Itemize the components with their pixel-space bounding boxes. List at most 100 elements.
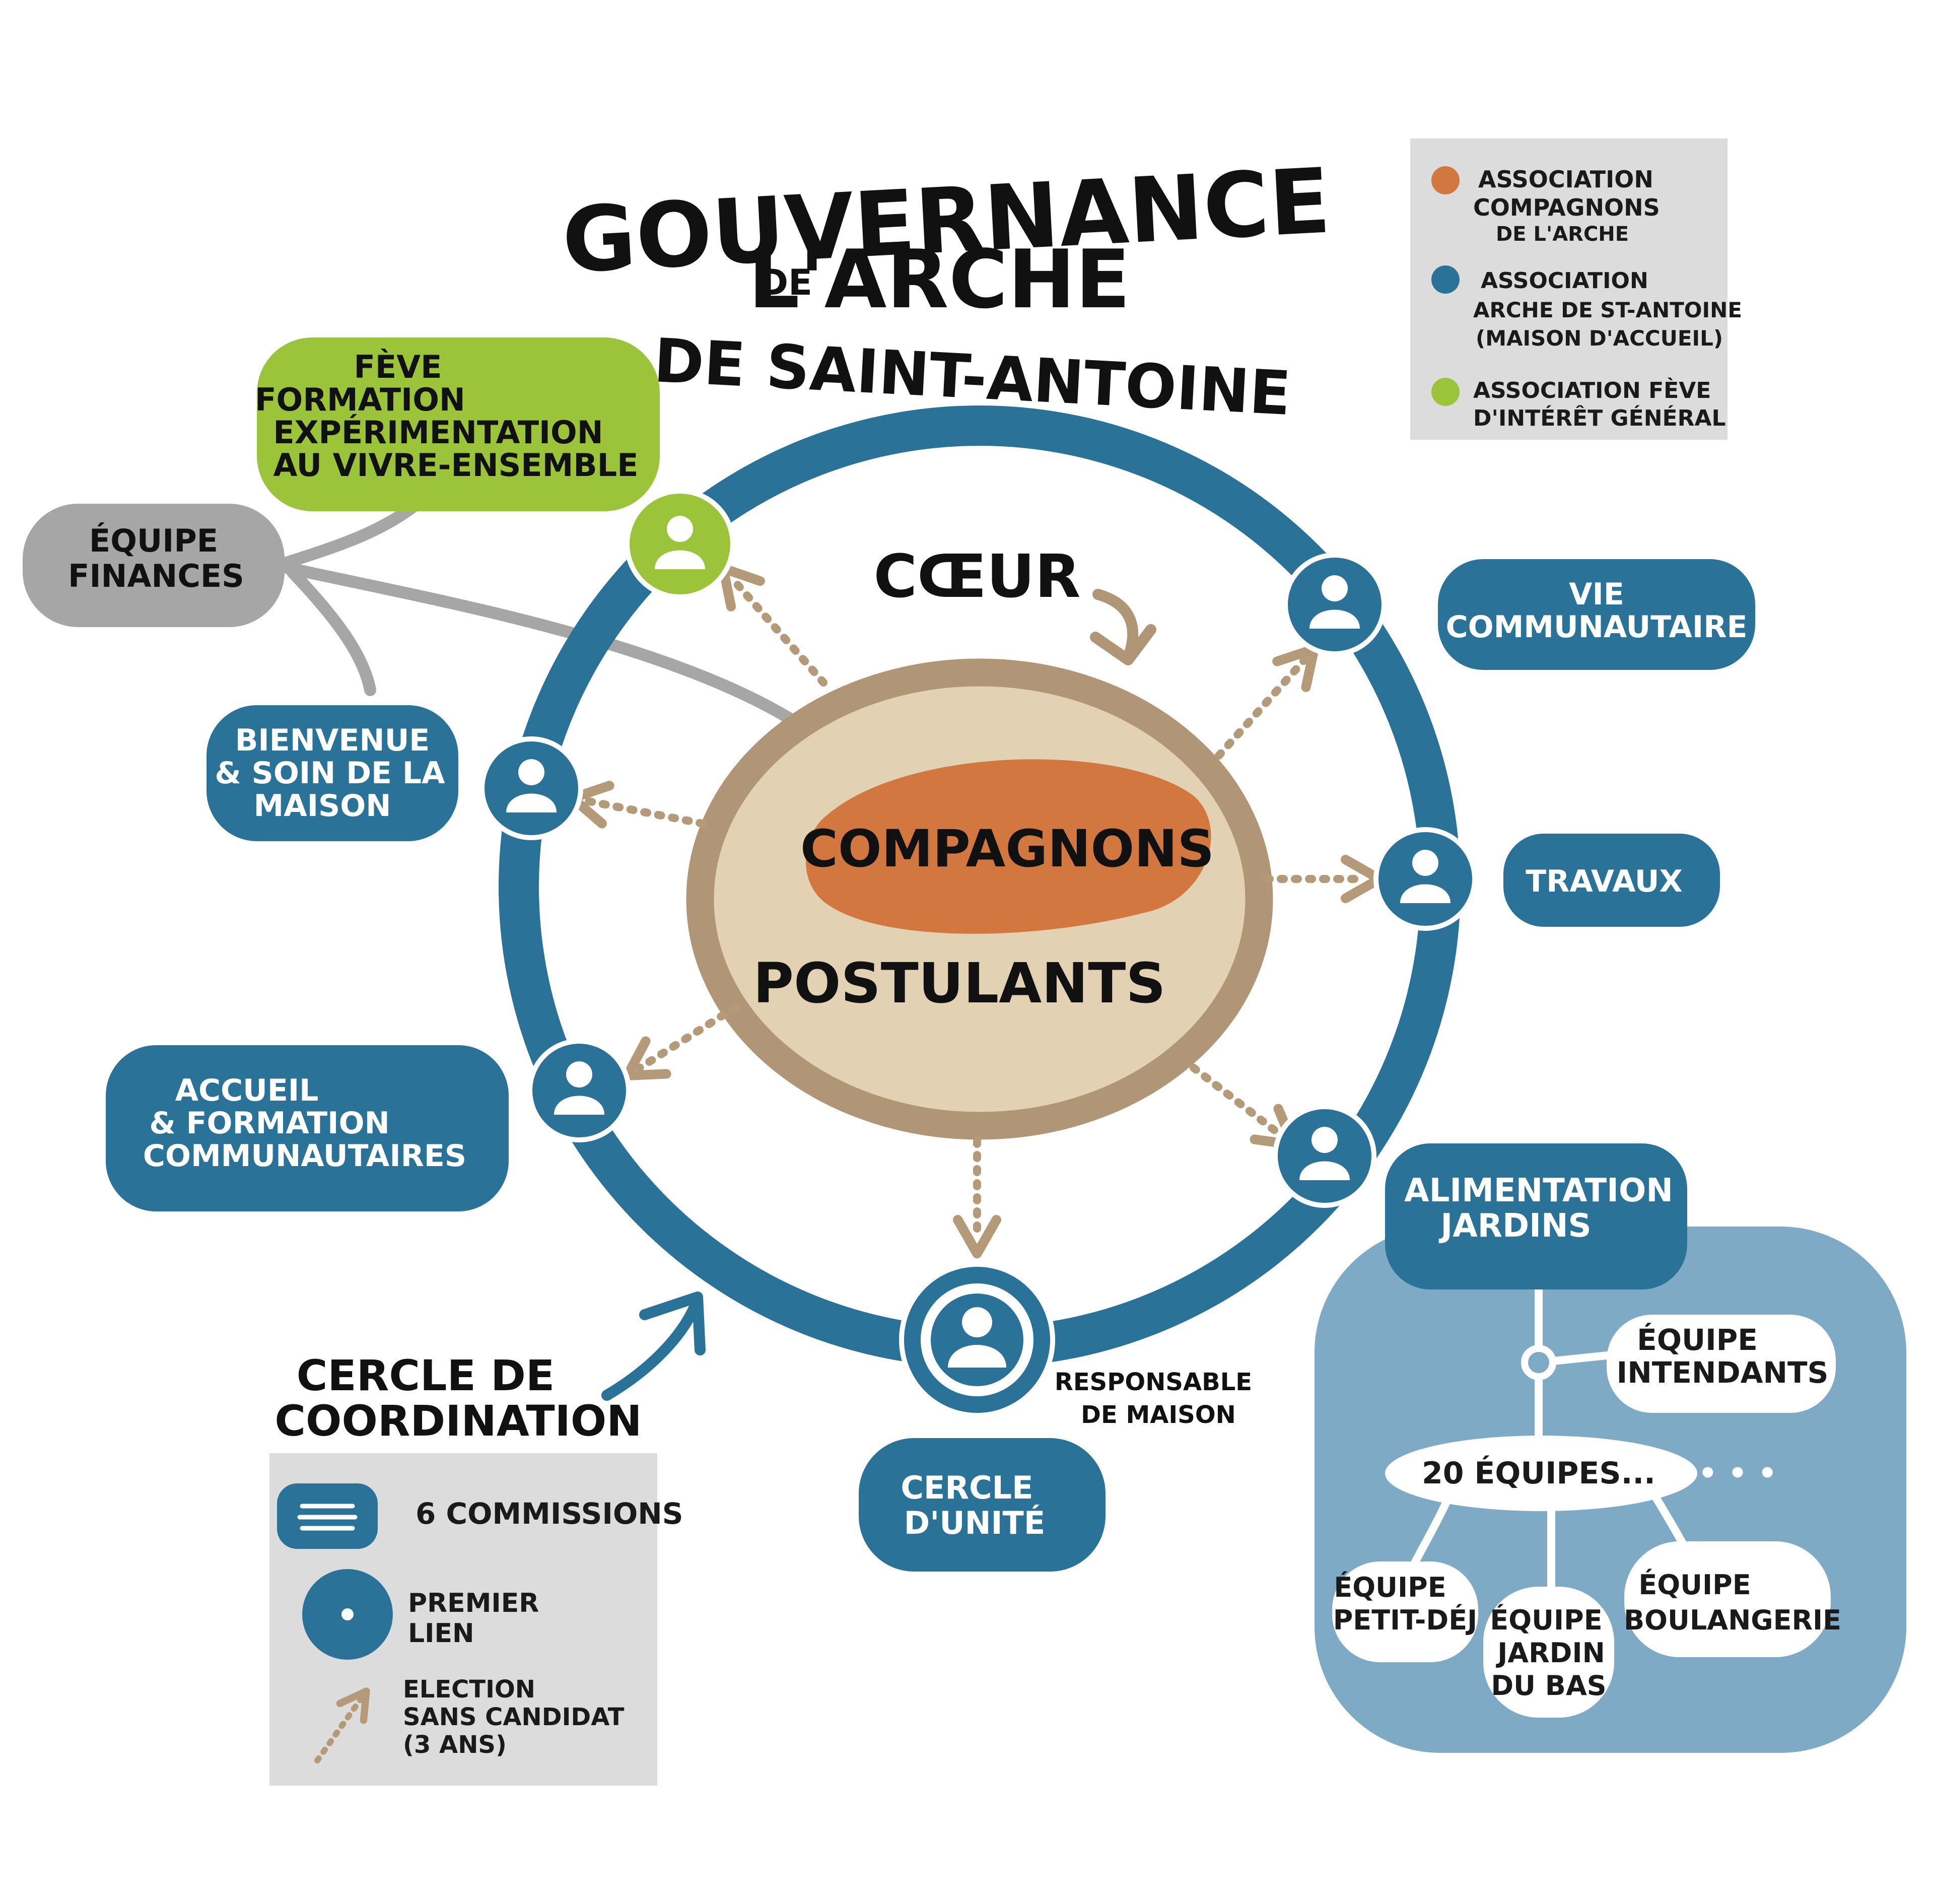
- arrow-to-accueil: [623, 1003, 739, 1080]
- svg-text:PETIT-DÉJ: PETIT-DÉJ: [1333, 1604, 1478, 1636]
- svg-text:ÉQUIPE: ÉQUIPE: [1334, 1572, 1446, 1603]
- node-responsable: [899, 1262, 1055, 1418]
- responsable-line2: DE MAISON: [1081, 1401, 1236, 1429]
- svg-text:ACCUEIL: ACCUEIL: [175, 1073, 319, 1108]
- person-icon: [554, 1061, 604, 1115]
- commission-cercle-unite: CERCLE D'UNITÉ: [859, 1438, 1106, 1572]
- legend-associations: ASSOCIATION COMPAGNONS DE L'ARCHE ASSOCI…: [1410, 139, 1742, 440]
- legend-item-3-line1: ASSOCIATION FÈVE: [1473, 377, 1711, 403]
- team-intendants: ÉQUIPE INTENDANTS: [1607, 1315, 1836, 1413]
- team-vingt-equipes: 20 ÉQUIPES...: [1385, 1436, 1697, 1511]
- commission-bienvenue: BIENVENUE & SOIN DE LA MAISON: [206, 705, 458, 841]
- arrow-to-feve: [718, 563, 827, 687]
- svg-text:FINANCES: FINANCES: [68, 558, 244, 594]
- svg-text:DU BAS: DU BAS: [1491, 1670, 1606, 1702]
- legend-election-line1: ELECTION: [403, 1675, 535, 1704]
- coordination-label-line1: CERCLE DE: [297, 1351, 555, 1400]
- svg-text:COMMUNAUTAIRES: COMMUNAUTAIRES: [143, 1138, 466, 1174]
- commission-feve: FÈVE FORMATION EXPÉRIMENTATION AU VIVRE-…: [255, 337, 660, 511]
- premier-lien-symbol: [302, 1569, 393, 1660]
- title-line2: L'ARCHE: [748, 232, 1131, 326]
- arrow-to-bienvenue: [568, 781, 707, 829]
- svg-text:AU VIVRE-ENSEMBLE: AU VIVRE-ENSEMBLE: [273, 447, 639, 484]
- svg-text:FORMATION: FORMATION: [255, 381, 465, 418]
- svg-text:BIENVENUE: BIENVENUE: [235, 723, 430, 758]
- commission-symbol: [277, 1483, 378, 1549]
- svg-text:ÉQUIPE: ÉQUIPE: [1637, 1322, 1758, 1357]
- core-circle: COMPAGNONS POSTULANTS: [686, 658, 1273, 1140]
- commission-accueil: ACCUEIL & FORMATION COMMUNAUTAIRES: [106, 1045, 509, 1211]
- legend-premier-lien-line1: PREMIER: [408, 1588, 539, 1618]
- svg-text:COMMUNAUTAIRE: COMMUNAUTAIRE: [1446, 609, 1748, 645]
- legend-item-2-line2: ARCHE DE ST-ANTOINE: [1473, 298, 1742, 322]
- svg-text:FÈVE: FÈVE: [354, 349, 442, 385]
- team-jardin: ÉQUIPE JARDIN DU BAS: [1483, 1587, 1614, 1718]
- svg-text:TRAVAUX: TRAVAUX: [1526, 864, 1682, 899]
- title: GOUVERNANCE DE L'ARCHE DE SAINT-ANTOINE: [560, 149, 1333, 429]
- svg-text:D'UNITÉ: D'UNITÉ: [904, 1505, 1045, 1541]
- coordination-arrow: [601, 1294, 703, 1401]
- person-icon: [1400, 850, 1450, 903]
- svg-text:CERCLE: CERCLE: [901, 1469, 1033, 1506]
- coordination-label-line2: COORDINATION: [274, 1396, 642, 1446]
- svg-text:& FORMATION: & FORMATION: [149, 1106, 389, 1141]
- node-travaux: [1373, 827, 1477, 931]
- legend-item-1-line2: COMPAGNONS: [1473, 194, 1660, 221]
- person-icon: [506, 759, 557, 812]
- arrow-to-alimentation: [1190, 1064, 1298, 1150]
- svg-text:& SOIN DE LA: & SOIN DE LA: [215, 756, 445, 791]
- title-line2-small: DE: [759, 262, 812, 303]
- commission-travaux: TRAVAUX: [1503, 834, 1720, 927]
- legend-green-dot: [1431, 378, 1460, 406]
- legend-item-3-line2: D'INTÉRÊT GÉNÉRAL: [1473, 404, 1726, 431]
- legend-election-line3: (3 ANS): [403, 1731, 507, 1759]
- svg-text:ÉQUIPE: ÉQUIPE: [1638, 1569, 1751, 1601]
- svg-text:20 ÉQUIPES...: 20 ÉQUIPES...: [1422, 1455, 1655, 1491]
- postulants-label: POSTULANTS: [753, 951, 1165, 1015]
- node-vie: [1283, 553, 1387, 656]
- legend-symbols: 6 COMMISSIONS PREMIER LIEN ELECTION SANS…: [269, 1453, 683, 1786]
- commission-alimentation: ALIMENTATION JARDINS: [1385, 1143, 1687, 1289]
- svg-text:MAISON: MAISON: [254, 788, 391, 824]
- legend-commissions: 6 COMMISSIONS: [416, 1497, 683, 1531]
- legend-blue-dot: [1431, 265, 1460, 294]
- compagnons-blob: [806, 759, 1211, 934]
- svg-text:JARDIN: JARDIN: [1495, 1637, 1605, 1669]
- arrow-to-vie: [1215, 644, 1319, 760]
- legend-item-2-line1: ASSOCIATION: [1481, 268, 1648, 294]
- responsable-line1: RESPONSABLE: [1055, 1368, 1252, 1396]
- node-accueil: [527, 1039, 631, 1142]
- svg-text:ALIMENTATION: ALIMENTATION: [1404, 1172, 1673, 1209]
- more-teams-dots: • • •: [1698, 1456, 1777, 1491]
- compagnons-label: COMPAGNONS: [800, 819, 1214, 879]
- coeur-arrow-head: [1090, 624, 1156, 665]
- legend-item-1-line1: ASSOCIATION: [1478, 166, 1653, 193]
- commission-vie: VIE COMMUNAUTAIRE: [1438, 559, 1755, 670]
- election-symbol: [314, 1687, 370, 1763]
- legend-premier-lien-line2: LIEN: [408, 1618, 474, 1649]
- node-bienvenue: [479, 736, 583, 840]
- svg-text:VIE: VIE: [1569, 577, 1624, 612]
- person-icon: [1299, 1127, 1350, 1180]
- svg-text:ÉQUIPE: ÉQUIPE: [1490, 1604, 1602, 1636]
- svg-text:EXPÉRIMENTATION: EXPÉRIMENTATION: [273, 414, 603, 451]
- premier-lien-nodes: [479, 489, 1477, 1418]
- legend-item-2-line3: (MAISON D'ACCUEIL): [1476, 326, 1723, 351]
- node-alimentation: [1273, 1104, 1376, 1208]
- node-feve: [625, 489, 735, 599]
- legend-orange-dot: [1431, 166, 1460, 194]
- team-boulangerie: ÉQUIPE BOULANGERIE: [1624, 1541, 1841, 1657]
- legend-item-1-line3: DE L'ARCHE: [1496, 223, 1629, 246]
- svg-text:BOULANGERIE: BOULANGERIE: [1624, 1604, 1841, 1636]
- legend-election-line2: SANS CANDIDAT: [403, 1703, 625, 1731]
- person-icon: [1309, 575, 1360, 629]
- person-icon: [948, 1307, 1006, 1368]
- svg-text:JARDINS: JARDINS: [1438, 1207, 1591, 1245]
- person-icon: [655, 516, 705, 569]
- svg-text:INTENDANTS: INTENDANTS: [1617, 1355, 1829, 1390]
- commission-finances: ÉQUIPE FINANCES: [23, 504, 285, 627]
- coordination-arrow-head: [639, 1291, 706, 1355]
- election-arrows: [568, 563, 1385, 1259]
- team-petitdej: ÉQUIPE PETIT-DÉJ: [1332, 1561, 1478, 1662]
